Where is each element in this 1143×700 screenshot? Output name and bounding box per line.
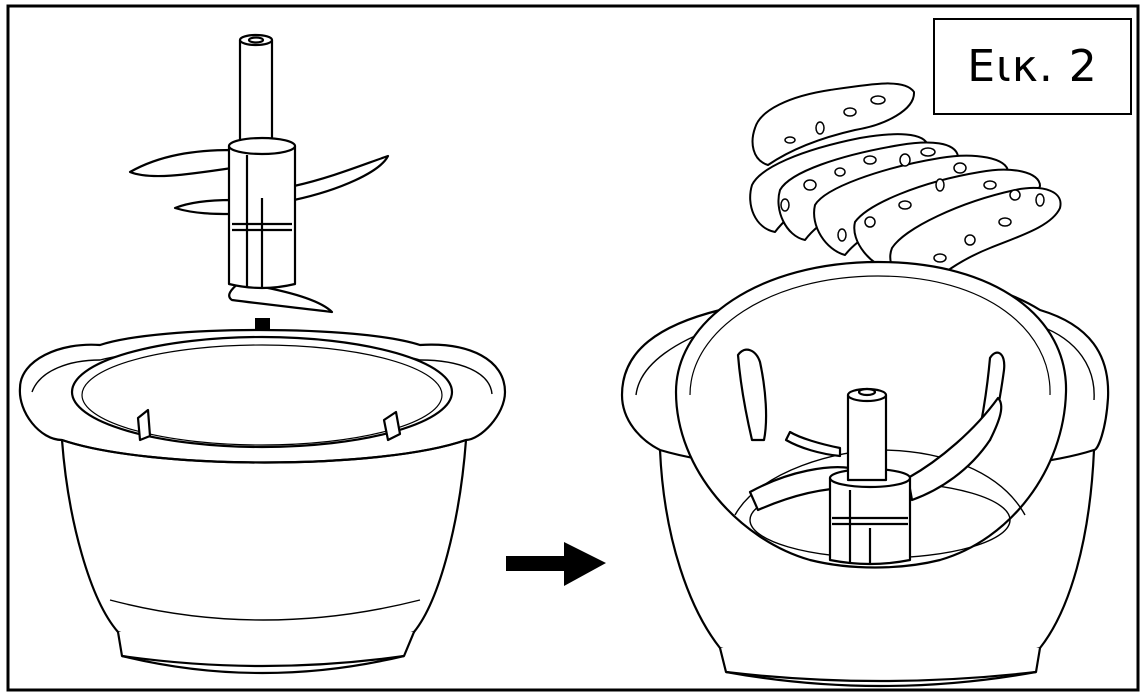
figure-label: Εικ. 2	[967, 41, 1098, 92]
blade-assembly	[128, 33, 390, 314]
bowl-left	[18, 328, 507, 675]
blade-lower	[228, 280, 334, 314]
figure-label-box: Εικ. 2	[933, 18, 1132, 115]
arrow-right-middle	[506, 542, 606, 586]
blade-middle-left	[173, 198, 234, 216]
food-pieces	[749, 82, 1062, 291]
blade-upper-left	[128, 148, 234, 178]
outer-frame	[6, 4, 1140, 692]
bowl-right	[620, 260, 1110, 688]
blade-upper-right	[292, 154, 390, 202]
blade-shaft	[238, 38, 274, 152]
